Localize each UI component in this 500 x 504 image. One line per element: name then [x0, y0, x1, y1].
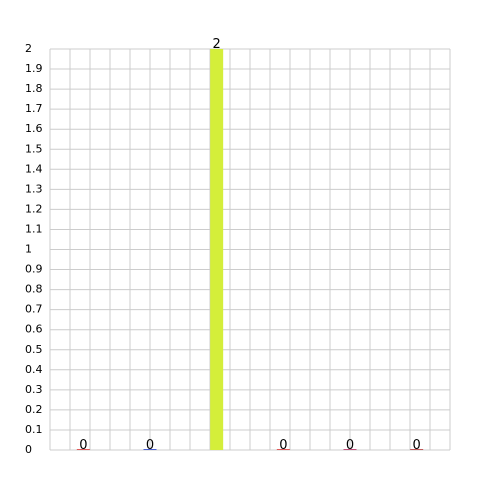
y-tick-label: 1.4	[25, 162, 43, 175]
y-tick-label: 0.8	[25, 283, 43, 296]
y-tick-label: 0.9	[25, 263, 43, 276]
y-tick-label: 0.3	[25, 383, 43, 396]
bar	[143, 449, 157, 450]
bar	[210, 49, 224, 450]
bar	[76, 449, 90, 450]
y-tick-label: 1.6	[25, 122, 43, 135]
y-tick-label: 0.4	[25, 363, 43, 376]
y-tick-label: 1.7	[25, 102, 43, 115]
bar-value-label: 0	[413, 438, 421, 453]
y-tick-label: 1.1	[25, 222, 43, 235]
y-tick-label: 1.2	[25, 202, 43, 215]
y-tick-label: 1.9	[25, 62, 43, 75]
bar	[410, 449, 424, 450]
y-tick-label: 1.8	[25, 82, 43, 95]
y-tick-label: 1	[25, 243, 32, 256]
y-tick-label: 2	[25, 42, 32, 55]
y-tick-label: 1.5	[25, 142, 43, 155]
y-tick-label: 1.3	[25, 182, 43, 195]
y-tick-label: 0.5	[25, 343, 43, 356]
y-tick-label: 0.1	[25, 423, 43, 436]
data-labels: 0 0 2 0 0 0	[79, 37, 421, 453]
y-tick-label: 0.7	[25, 303, 43, 316]
bar	[343, 449, 357, 450]
grid-layer	[49, 48, 451, 451]
bar-value-label: 0	[146, 438, 154, 453]
bar-value-label: 0	[79, 438, 87, 453]
bar-value-label: 0	[279, 438, 287, 453]
bar-value-label: 0	[346, 438, 354, 453]
bar	[276, 449, 290, 450]
bar-value-label: 2	[213, 37, 221, 52]
bar-layer	[76, 49, 424, 450]
y-tick-label: 0.2	[25, 403, 43, 416]
y-tick-label: 0.6	[25, 323, 43, 336]
y-axis-ticks: 0 0.1 0.2 0.3 0.4 0.5 0.6 0.7 0.8 0.9 1 1.1 1.2 1.3 1.…	[25, 42, 43, 456]
y-tick-label: 0	[25, 443, 32, 456]
